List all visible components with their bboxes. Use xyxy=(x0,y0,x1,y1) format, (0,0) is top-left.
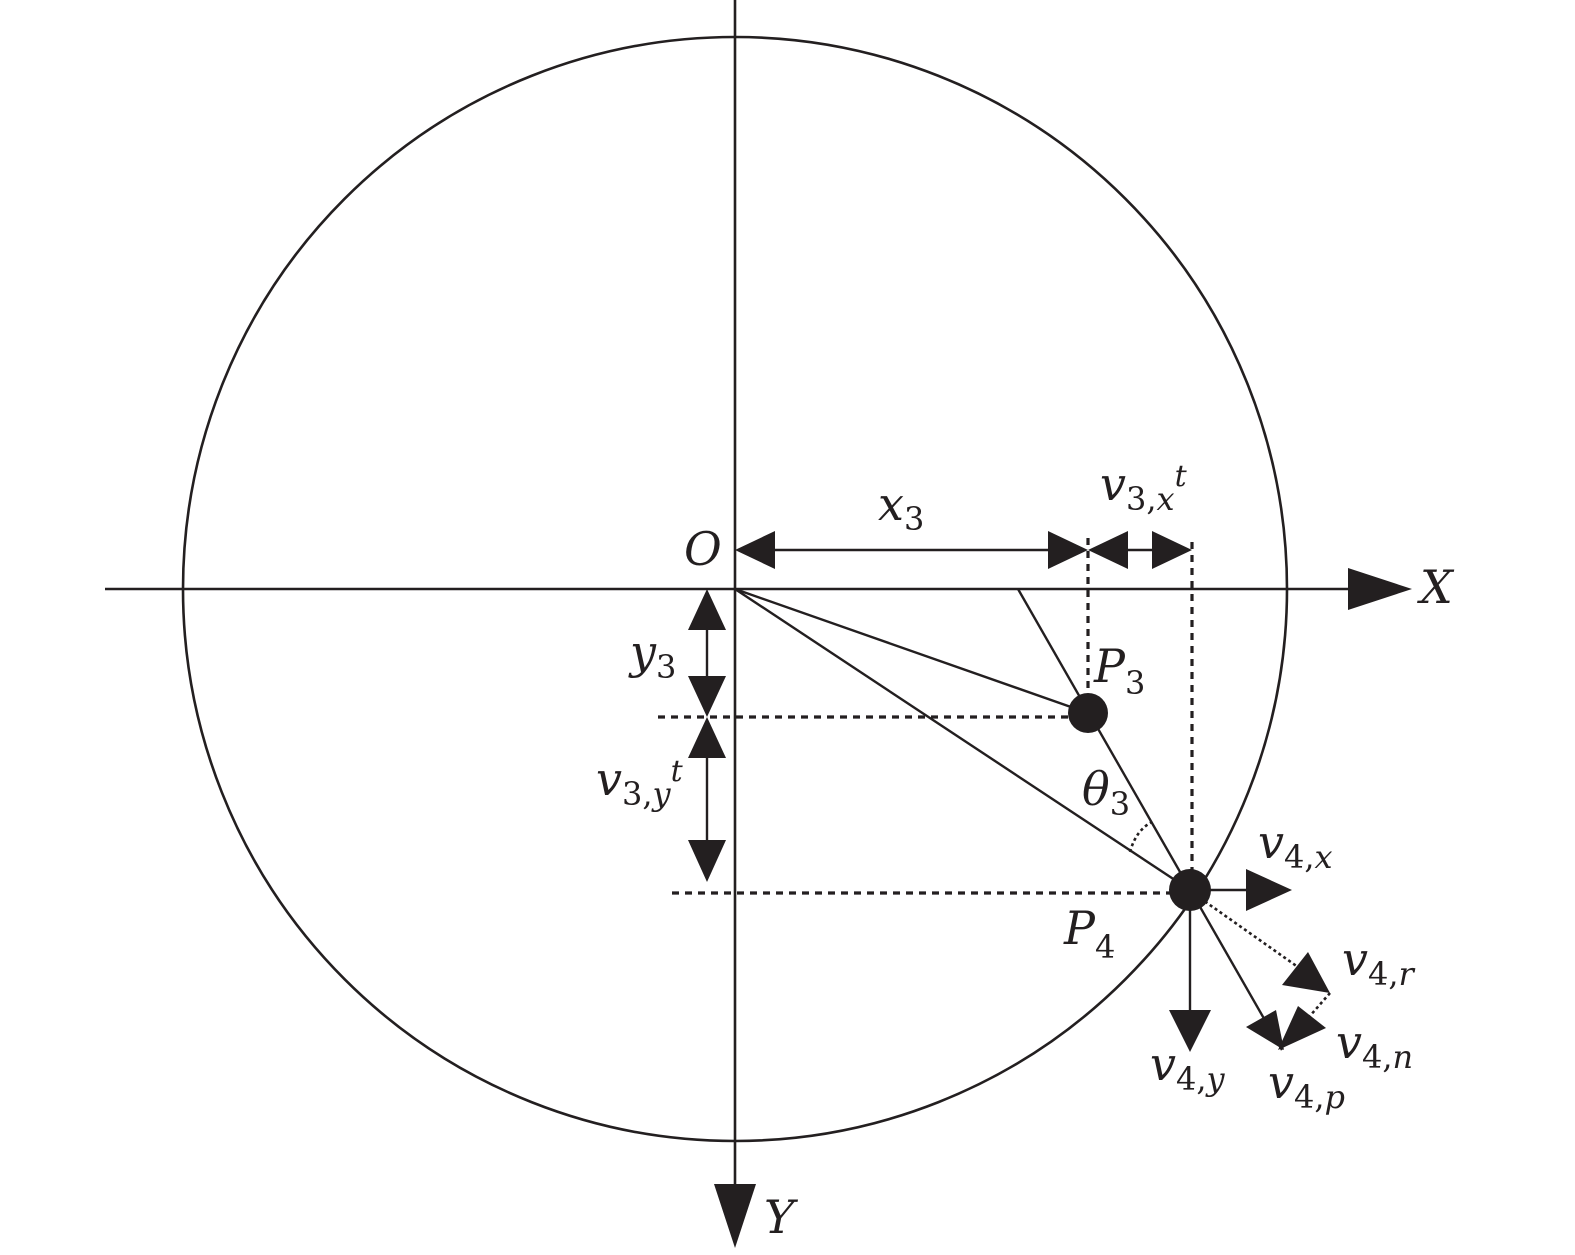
x3-right-arrowhead xyxy=(1048,531,1088,569)
x3-left-arrowhead xyxy=(735,531,775,569)
trajectory-line xyxy=(1016,588,1284,1051)
v4y-label: v4,y xyxy=(1150,1037,1226,1098)
origin-label: O xyxy=(684,522,722,576)
y3-bottom-arrowhead xyxy=(688,676,726,717)
point-p4 xyxy=(1169,869,1211,911)
line-origin-to-p4 xyxy=(734,587,1191,892)
v4n-arrowhead xyxy=(1278,1006,1326,1050)
y-axis-label: Y xyxy=(764,1190,799,1244)
x-axis-label: X xyxy=(1417,560,1455,614)
v3yt-label: v3,yt xyxy=(596,752,684,813)
theta3-label: θ3 xyxy=(1082,762,1130,823)
y3-top-arrowhead xyxy=(688,589,726,630)
v3xt-left-arrowhead xyxy=(1088,531,1128,569)
v4r-arrowhead xyxy=(1282,952,1330,993)
x3-label: x3 xyxy=(878,477,924,538)
x-axis-arrowhead xyxy=(1348,568,1412,610)
p4-label: P4 xyxy=(1063,901,1115,966)
v3yt-bottom-arrowhead xyxy=(688,840,726,882)
p3-label: P3 xyxy=(1093,639,1145,702)
theta3-angle-arc xyxy=(1128,820,1153,853)
v3xt-right-arrowhead xyxy=(1152,531,1192,569)
v4p-arrowhead xyxy=(1246,1010,1284,1050)
v4x-arrowhead xyxy=(1246,869,1292,911)
y-axis-arrowhead xyxy=(714,1184,756,1248)
v3yt-top-arrowhead xyxy=(688,717,726,758)
line-origin-to-p3 xyxy=(734,587,1089,715)
v4r-label: v4,r xyxy=(1342,932,1416,993)
v4x-label: v4,x xyxy=(1258,815,1333,876)
y3-label: y3 xyxy=(628,625,676,686)
v4p-label: v4,p xyxy=(1268,1055,1345,1116)
v4n-label: v4,n xyxy=(1336,1015,1413,1076)
point-p3 xyxy=(1068,693,1108,733)
dashed-v4r-to-v4n xyxy=(1301,992,1331,1026)
v3xt-label: v3,xt xyxy=(1100,457,1188,518)
v4y-arrowhead xyxy=(1169,1010,1211,1052)
